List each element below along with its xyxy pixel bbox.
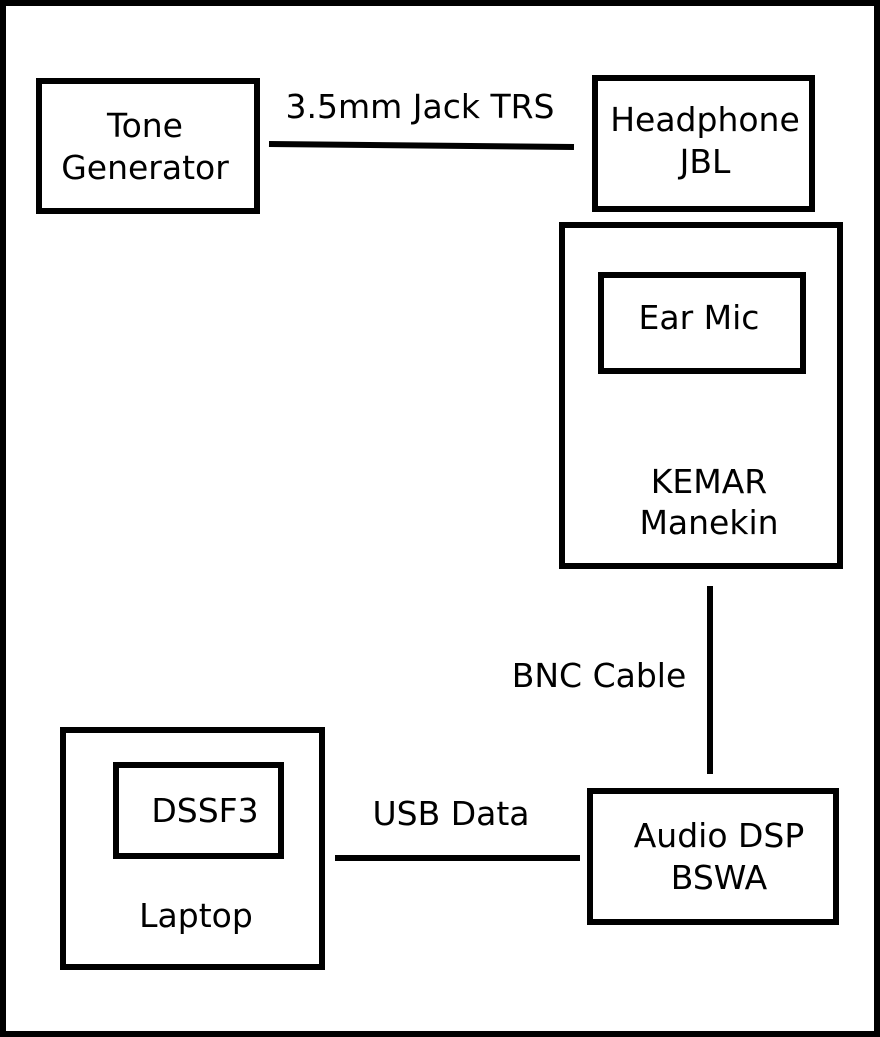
tone-generator-label-line2: Generator [61, 148, 229, 187]
audio-dsp-node: Audio DSP BSWA [587, 788, 839, 925]
usb-cable-label: USB Data [372, 794, 529, 833]
laptop-label: Laptop [139, 896, 253, 935]
kemar-label-line1: KEMAR [651, 462, 767, 501]
headphone-label-line1: Headphone [610, 100, 800, 139]
headphone-label-line2: JBL [678, 142, 731, 181]
jack-connection: 3.5mm Jack TRS [268, 87, 575, 150]
tone-generator-box [36, 78, 260, 214]
bnc-cable-label: BNC Cable [512, 656, 687, 695]
laptop-box [60, 727, 325, 970]
headphone-node: Headphone JBL [592, 75, 815, 212]
ear-mic-box [598, 272, 806, 374]
audio-dsp-label-line1: Audio DSP [634, 816, 805, 855]
dssf3-label: DSSF3 [151, 791, 258, 830]
ear-mic-label: Ear Mic [639, 298, 760, 337]
dssf3-box [113, 762, 284, 859]
laptop-node: DSSF3 Laptop [60, 727, 325, 970]
usb-connection: USB Data [335, 794, 580, 861]
audio-dsp-box [587, 788, 839, 925]
tone-generator-node: Tone Generator [36, 78, 260, 214]
headphone-box [592, 75, 815, 212]
jack-cable-line [268, 141, 575, 150]
kemar-box [559, 222, 843, 569]
jack-cable-label: 3.5mm Jack TRS [286, 87, 555, 126]
audio-dsp-label-line2: BSWA [671, 858, 768, 897]
kemar-label-line2: Manekin [639, 503, 778, 542]
bnc-connection: BNC Cable [512, 586, 713, 774]
tone-generator-label-line1: Tone [106, 106, 183, 145]
kemar-node: Ear Mic KEMAR Manekin [559, 222, 843, 569]
